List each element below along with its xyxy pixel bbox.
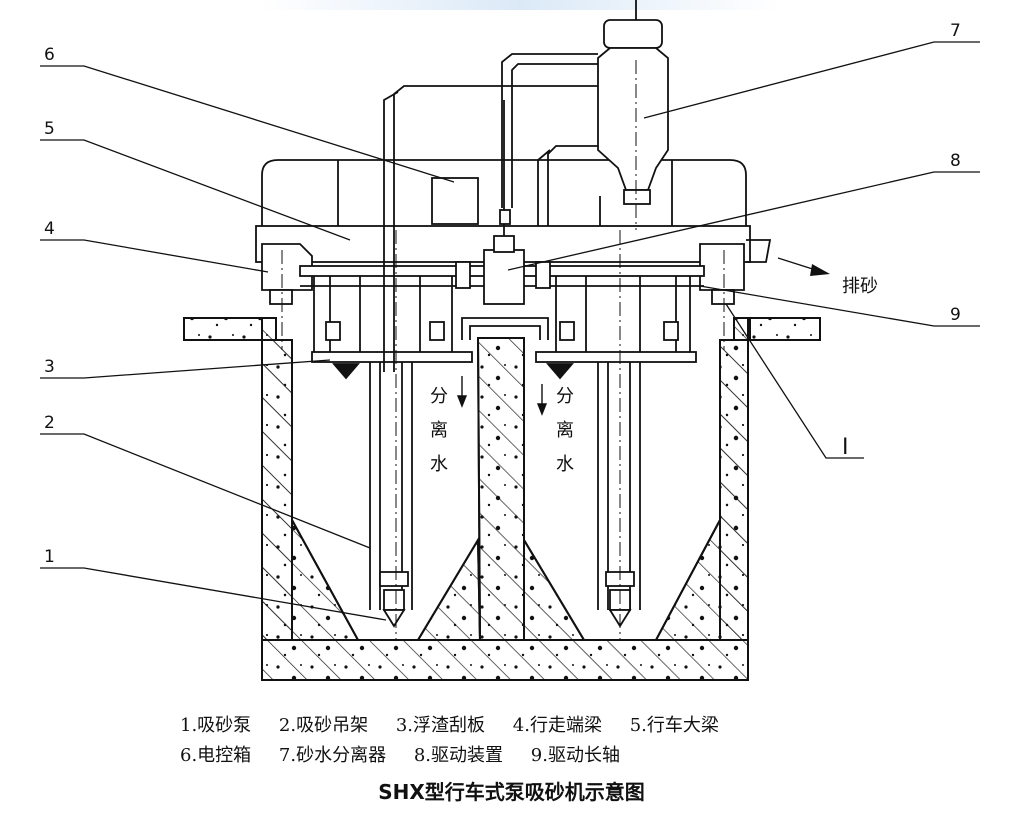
center-lines [281, 60, 725, 640]
label-8: 8 [950, 151, 961, 171]
legend-item: 7.砂水分离器 [278, 745, 387, 766]
down-arrow-icon [456, 395, 468, 408]
legend-item: 5.行车大梁 [629, 715, 719, 736]
legend-row-1: 1.吸砂泵 2.吸砂吊架 3.浮渣刮板 4.行走端梁 5.行车大梁 [180, 712, 900, 740]
sand-water-separator [383, 0, 669, 372]
concrete-tank [183, 317, 821, 681]
separated-water-right-2: 离 [556, 420, 574, 441]
label-1: 1 [44, 547, 55, 567]
number-labels: 6 5 4 3 2 1 7 8 9 I [44, 21, 961, 567]
annotations: 排砂 分 离 水 分 离 水 [430, 276, 878, 475]
legend-item: 8.驱动装置 [413, 745, 504, 766]
label-9: 9 [950, 305, 961, 325]
flow-arrows [456, 376, 548, 416]
separated-water-left-2: 离 [430, 420, 448, 441]
separated-water-right-3: 水 [556, 454, 574, 475]
legend-row-2: 6.电控箱 7.砂水分离器 8.驱动装置 9.驱动长轴 [180, 742, 900, 770]
down-arrow-icon [536, 403, 548, 416]
bridge-structure [255, 100, 772, 380]
label-3: 3 [44, 357, 55, 377]
legend-item: 2.吸砂吊架 [278, 715, 369, 736]
label-6: 6 [44, 45, 55, 65]
label-2: 2 [44, 413, 55, 433]
figure-caption: SHX型行车式泵吸砂机示意图 [378, 780, 645, 804]
sand-discharge-text: 排砂 [842, 276, 878, 297]
label-4: 4 [44, 219, 55, 239]
separated-water-left-1: 分 [430, 386, 448, 407]
legend-item: 4.行走端梁 [512, 715, 602, 736]
leader-lines [40, 41, 980, 621]
legend-item: 6.电控箱 [180, 745, 252, 766]
label-7: 7 [950, 21, 961, 41]
legend-item: 1.吸砂泵 [180, 715, 252, 736]
separated-water-left-3: 水 [430, 454, 448, 475]
top-accent-bar [260, 0, 780, 10]
discharge-arrow-icon [810, 264, 830, 276]
legend-item: 3.浮渣刮板 [395, 715, 486, 736]
legend-item: 9.驱动长轴 [530, 745, 620, 766]
label-I: I [842, 435, 849, 460]
label-5: 5 [44, 119, 55, 139]
separated-water-right-1: 分 [556, 386, 574, 407]
